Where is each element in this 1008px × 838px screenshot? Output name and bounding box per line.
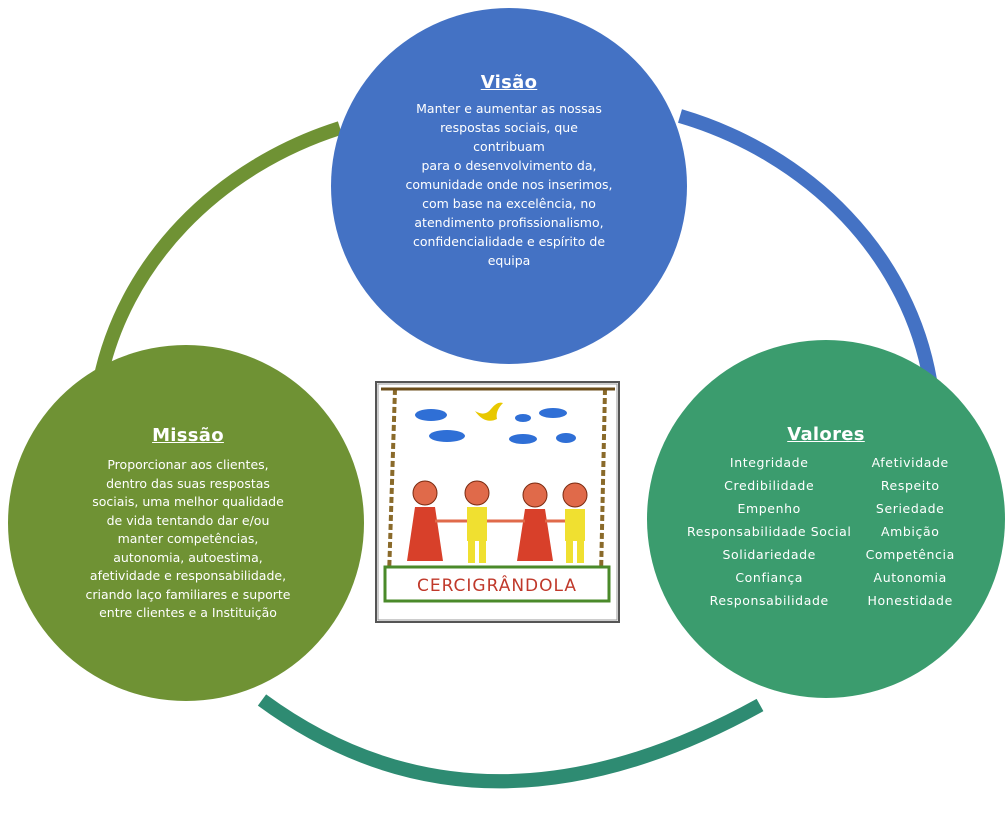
visao-line: confidencialidade e espírito de bbox=[412, 234, 606, 249]
visao-line: equipa bbox=[487, 253, 531, 268]
value-item: Integridade bbox=[729, 455, 809, 470]
value-item: Honestidade bbox=[867, 593, 953, 608]
missao-circle: Missão Proporcionar aos clientes, dentro… bbox=[8, 345, 364, 701]
visao-line: contribuam bbox=[473, 139, 545, 154]
missao-title: Missão bbox=[152, 425, 224, 446]
value-item: Empenho bbox=[737, 501, 801, 516]
missao-line: entre clientes e a Instituição bbox=[99, 605, 277, 620]
value-item: Responsabilidade Social bbox=[687, 524, 852, 539]
visao-text: Manter e aumentar as nossas respostas so… bbox=[381, 99, 637, 270]
value-item: Seriedade bbox=[875, 501, 945, 516]
missao-text: Proporcionar aos clientes, dentro das su… bbox=[54, 456, 322, 623]
cercigrandola-logo: CERCIGRÂNDOLA bbox=[375, 381, 620, 623]
visao-line: Manter e aumentar as nossas bbox=[416, 101, 602, 116]
ring-arc-valores bbox=[257, 694, 764, 789]
missao-line: manter competências, bbox=[117, 531, 259, 546]
child-figure bbox=[407, 480, 443, 561]
child-figure bbox=[562, 482, 588, 563]
ring-arc-missao bbox=[93, 121, 343, 382]
ring-arc-visao bbox=[678, 109, 937, 382]
missao-line: dentro das suas respostas bbox=[106, 475, 270, 491]
missao-line: criando laço familiares e suporte bbox=[85, 586, 291, 602]
child-figure bbox=[517, 482, 553, 561]
value-item: Credibilidade bbox=[724, 478, 815, 493]
visao-line: respostas sociais, que bbox=[440, 120, 578, 135]
value-item: Ambição bbox=[880, 524, 940, 539]
child-figure bbox=[464, 480, 490, 563]
visao-circle: Visão Manter e aumentar as nossas respos… bbox=[331, 8, 687, 364]
missao-line: sociais, uma melhor qualidade bbox=[92, 494, 284, 509]
visao-line: com base na excelência, no bbox=[422, 196, 596, 211]
value-item: Confiança bbox=[735, 570, 804, 585]
visao-line: para o desenvolvimento da, bbox=[421, 158, 597, 173]
value-item: Respeito bbox=[880, 478, 940, 493]
visao-title: Visão bbox=[480, 72, 538, 93]
value-item: Competência bbox=[865, 547, 955, 562]
logo-text: CERCIGRÂNDOLA bbox=[417, 574, 577, 596]
missao-line: autonomia, autoestima, bbox=[113, 549, 263, 565]
value-item: Responsabilidade bbox=[709, 593, 829, 608]
values-list: Integridade Afetividade Credibilidade Re… bbox=[687, 455, 965, 608]
visao-line: atendimento profissionalismo, bbox=[414, 215, 604, 230]
visao-line: comunidade onde nos inserimos, bbox=[405, 177, 613, 192]
value-item: Afetividade bbox=[871, 455, 949, 470]
missao-line: afetividade e responsabilidade, bbox=[89, 568, 287, 583]
missao-line: de vida tentando dar e/ou bbox=[106, 512, 270, 528]
valores-title: Valores bbox=[787, 424, 865, 445]
value-item: Autonomia bbox=[873, 570, 947, 585]
value-item: Solidariedade bbox=[722, 547, 816, 562]
valores-circle: Valores Integridade Afetividade Credibil… bbox=[647, 340, 1005, 698]
missao-line: Proporcionar aos clientes, bbox=[107, 457, 269, 472]
